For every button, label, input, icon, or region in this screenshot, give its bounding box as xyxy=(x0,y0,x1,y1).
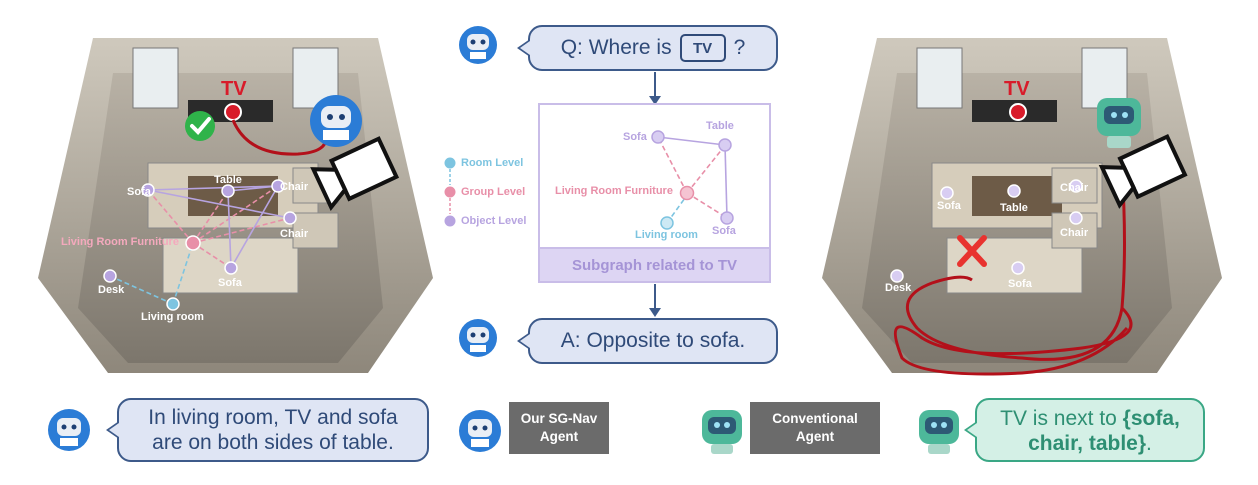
node-sofa: Sofa xyxy=(127,186,151,198)
conventional-answer-bubble: TV is next to {sofa, chair, table}. xyxy=(964,398,1205,462)
robot-avatar-icon-2 xyxy=(459,319,497,357)
arrow-down-icon xyxy=(649,72,661,105)
conventional-agent-avatar xyxy=(919,410,959,454)
tv-marker-right xyxy=(1009,103,1027,121)
camera-icon xyxy=(310,136,400,212)
node-desk: Desk xyxy=(98,284,125,296)
left-scene: TV Sofa Table Chair Chair Living Room Fu… xyxy=(38,28,433,383)
legend-markers xyxy=(443,156,457,228)
subgraph-node-table: Table xyxy=(706,120,734,132)
our-agent-icon xyxy=(459,410,501,452)
scene-graph-answer-line2: are on both sides of table. xyxy=(152,431,394,454)
conventional-agent-icon xyxy=(702,410,742,454)
right-node-sofa: Sofa xyxy=(937,200,961,212)
robot-avatar-bottom-left xyxy=(48,409,90,451)
check-icon xyxy=(185,111,215,141)
legend-room-level: Room Level xyxy=(461,157,524,169)
conventional-answer-prefix: TV is next to xyxy=(1000,407,1123,430)
subgraph-panel: Sofa Table Living Room Furniture Living … xyxy=(538,103,771,283)
conventional-robot-icon xyxy=(1097,98,1141,148)
question-prefix: Q: Where is xyxy=(560,36,672,59)
subgraph-node-furniture: Living Room Furniture xyxy=(555,185,673,197)
right-room-illustration xyxy=(822,38,1222,376)
conventional-answer-objects: {sofa, chair, table} xyxy=(1028,407,1180,455)
legend-group-level: Group Level xyxy=(461,186,526,198)
legend-object-level: Object Level xyxy=(461,215,527,227)
node-living-room: Living room xyxy=(141,311,204,323)
robot-avatar-icon xyxy=(459,26,497,64)
question-suffix: ? xyxy=(733,36,746,59)
right-node-table: Table xyxy=(1000,202,1028,214)
right-scene: TV Sofa Table Chair Chair Desk Sofa xyxy=(822,28,1222,383)
tv-icon-text: TV xyxy=(692,39,713,57)
tv-label: TV xyxy=(221,78,247,100)
robot-agent-icon xyxy=(310,95,362,147)
conventional-answer-suffix: . xyxy=(1146,432,1152,455)
tv-label-right: TV xyxy=(1004,78,1030,100)
our-agent-label: Our SG-Nav Agent xyxy=(509,402,609,454)
answer-bubble: A: Opposite to sofa. xyxy=(517,318,778,364)
tv-icon: TV xyxy=(679,34,726,62)
subgraph-caption: Subgraph related to TV xyxy=(540,247,769,281)
subgraph-node-sofa-2: Sofa xyxy=(712,225,736,237)
scene-graph-answer-line1: In living room, TV and sofa xyxy=(148,406,398,429)
question-bubble: Q: Where is TV ? xyxy=(517,25,778,71)
arrow-down-icon-2 xyxy=(649,284,661,317)
node-table: Table xyxy=(214,174,242,186)
right-node-sofa-2: Sofa xyxy=(1008,278,1032,290)
conventional-agent-label: Conventional Agent xyxy=(750,402,880,454)
subgraph-node-living-room: Living room xyxy=(635,229,698,241)
right-node-chair-2: Chair xyxy=(1060,227,1089,239)
node-living-room-furniture: Living Room Furniture xyxy=(61,236,179,248)
left-room-illustration xyxy=(38,38,433,373)
subgraph-node-sofa: Sofa xyxy=(623,131,647,143)
tv-marker xyxy=(224,103,242,121)
subgraph-diagram xyxy=(651,130,734,230)
node-sofa-2: Sofa xyxy=(218,277,242,289)
node-chair-2: Chair xyxy=(280,228,309,240)
camera-icon-right xyxy=(1098,133,1188,209)
node-chair-1: Chair xyxy=(280,181,309,193)
scene-graph-answer-bubble: In living room, TV and sofa are on both … xyxy=(106,398,429,462)
cross-icon xyxy=(957,235,987,267)
right-node-chair-1: Chair xyxy=(1060,182,1089,194)
right-node-desk: Desk xyxy=(885,282,912,294)
